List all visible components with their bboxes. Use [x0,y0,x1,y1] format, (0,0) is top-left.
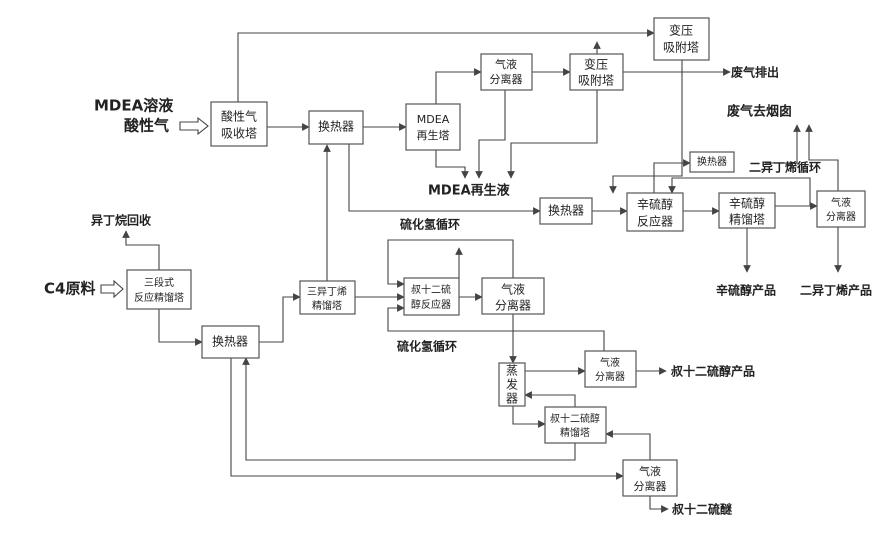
flow-h2s-cycle-bottom [387,304,605,365]
tdm-reactor: 叔十二硫 醇反应器 [403,277,460,316]
label-acid-gas: 酸性气 [124,117,169,135]
three-stage-reactive-distillation: 三段式 反应精馏塔 [126,269,192,310]
octyl-mercaptan-column: 辛硫醇 精馏塔 [718,192,776,229]
svg-text:MDEA: MDEA [417,113,450,126]
flow-evaporator-to-tdm-column [512,406,546,428]
heat-exchanger-2: 换热器 [539,197,593,225]
flow-tdm-column-to-evaporator [524,391,576,407]
heat-exchanger-1: 换热器 [308,110,364,145]
acid-gas-arrow [179,116,209,136]
svg-text:再生塔: 再生塔 [417,128,450,142]
svg-text:分离器: 分离器 [826,210,856,223]
svg-text:精馏塔: 精馏塔 [312,299,342,312]
svg-text:反应精馏塔: 反应精馏塔 [134,291,184,304]
flow-regen-to-gls1 [435,68,482,104]
svg-text:换热器: 换热器 [212,335,248,349]
svg-text:吸附塔: 吸附塔 [663,41,699,55]
label-mdea-solution: MDEA溶液 [94,97,174,115]
label-mdea-regen-liquid: MDEA再生液 [428,183,510,199]
svg-text:换热器: 换热器 [548,204,584,218]
svg-text:辛硫醇: 辛硫醇 [729,196,765,211]
triisobutene-column: 三异丁烯 精馏塔 [299,280,356,315]
flow-hx3-to-gls5 [230,358,624,480]
c4-feed-arrow [100,279,124,299]
mdea-regenerator: MDEA 再生塔 [405,103,461,151]
flow-gls1-to-liquid [475,90,506,179]
svg-text:精馏塔: 精馏塔 [560,426,590,439]
flow-absorber-to-psa2 [237,29,655,102]
flow-gls2-to-stack [805,124,839,191]
flow-tdm-column-to-hx3 [242,357,576,461]
svg-text:辛硫醇: 辛硫醇 [637,197,673,212]
flow-three-stage-to-isobutane [122,230,160,270]
psa-tower-2: 变压 吸附塔 [653,17,710,61]
flow-gls5-to-sulfide [649,496,669,513]
flow-regen-to-liquid-1 [435,150,469,179]
svg-text:分离器: 分离器 [490,72,523,86]
equipment-boxes: 酸性气 吸收塔 换热器 MDEA 再生塔 气液 分离器 变压 吸附塔 变压 吸附… [126,17,866,497]
flow-reactor-to-hxsmall [653,159,691,193]
flow-psa2-to-reactor [609,42,683,194]
svg-text:气液: 气液 [600,356,620,369]
flow-gls5-to-tdm-column [605,430,651,460]
svg-text:分离器: 分离器 [495,298,531,313]
label-isobutane-recovery: 异丁烷回收 [91,213,151,228]
gas-liquid-separator-5: 气液 分离器 [622,459,678,497]
gas-liquid-separator-4: 气液 分离器 [584,350,637,388]
tdm-distillation-column: 叔十二硫醇 精馏塔 [544,406,607,444]
svg-text:吸收塔: 吸收塔 [221,127,257,141]
svg-text:反应器: 反应器 [637,214,673,229]
svg-text:三异丁烯: 三异丁烯 [307,285,347,298]
label-octyl-mercaptan-product: 辛硫醇产品 [716,283,776,298]
svg-text:醇反应器: 醇反应器 [411,298,451,311]
svg-text:换热器: 换热器 [318,120,354,134]
gas-liquid-separator-3: 气液 分离器 [481,277,545,315]
svg-text:发: 发 [506,377,518,392]
acid-gas-absorber: 酸性气 吸收塔 [210,101,268,147]
gas-liquid-separator-1: 气液 分离器 [480,53,533,91]
svg-text:蒸: 蒸 [506,364,518,378]
gas-liquid-separator-2: 气液 分离器 [816,190,866,228]
label-h2s-cycle-bottom: 硫化氢循环 [397,339,457,354]
stream-labels: MDEA溶液 酸性气 C4原料 异丁烷回收 硫化氢循环 硫化氢循环 MDEA再生… [44,65,872,517]
label-h2s-cycle-top: 硫化氢循环 [400,217,460,232]
label-off-gas-exhaust: 废气排出 [731,65,779,80]
svg-text:酸性气: 酸性气 [221,109,257,124]
svg-text:气液: 气液 [639,464,661,478]
label-tdm-sulfide: 叔十二硫醚 [672,502,732,517]
heat-exchanger-small: 换热器 [689,151,735,173]
svg-text:叔十二硫: 叔十二硫 [411,283,451,296]
label-diisobutene-cycle: 二异丁烯循环 [749,160,821,175]
flow-psa1-to-liquid [507,90,598,179]
svg-text:变压: 变压 [584,57,608,72]
octyl-mercaptan-reactor: 辛硫醇 反应器 [626,192,684,232]
svg-text:变压: 变压 [669,23,693,38]
flow-hx1-to-hx2 [348,144,541,215]
svg-text:精馏塔: 精馏塔 [729,213,765,227]
label-tdm-product: 叔十二硫醇产品 [671,364,755,379]
flow-three-stage-to-hx3 [158,309,203,346]
flow-diisobutene-recycle [668,177,811,206]
heat-exchanger-3: 换热器 [201,325,260,359]
svg-text:气液: 气液 [501,282,525,297]
svg-text:气液: 气液 [831,196,851,209]
evaporator: 蒸 发 器 [498,362,526,407]
flow-hx3-to-triisobutene [259,293,301,343]
svg-text:器: 器 [506,392,518,406]
svg-text:三段式: 三段式 [144,276,174,289]
label-diisobutene-product: 二异丁烯产品 [800,283,872,298]
svg-text:分离器: 分离器 [595,370,625,383]
svg-text:叔十二硫醇: 叔十二硫醇 [550,412,600,425]
svg-text:气液: 气液 [495,57,517,71]
label-off-gas-to-stack: 废气去烟囱 [727,104,792,120]
svg-text:吸附塔: 吸附塔 [578,74,614,88]
flow-lines [100,29,842,513]
psa-tower-1: 变压 吸附塔 [569,53,624,91]
flow-h2s-cycle-top [387,239,514,288]
svg-text:分离器: 分离器 [634,479,667,493]
label-c4-feed: C4原料 [44,280,95,298]
svg-text:换热器: 换热器 [697,155,727,168]
flow-hxsmall-to-stack [765,124,801,164]
